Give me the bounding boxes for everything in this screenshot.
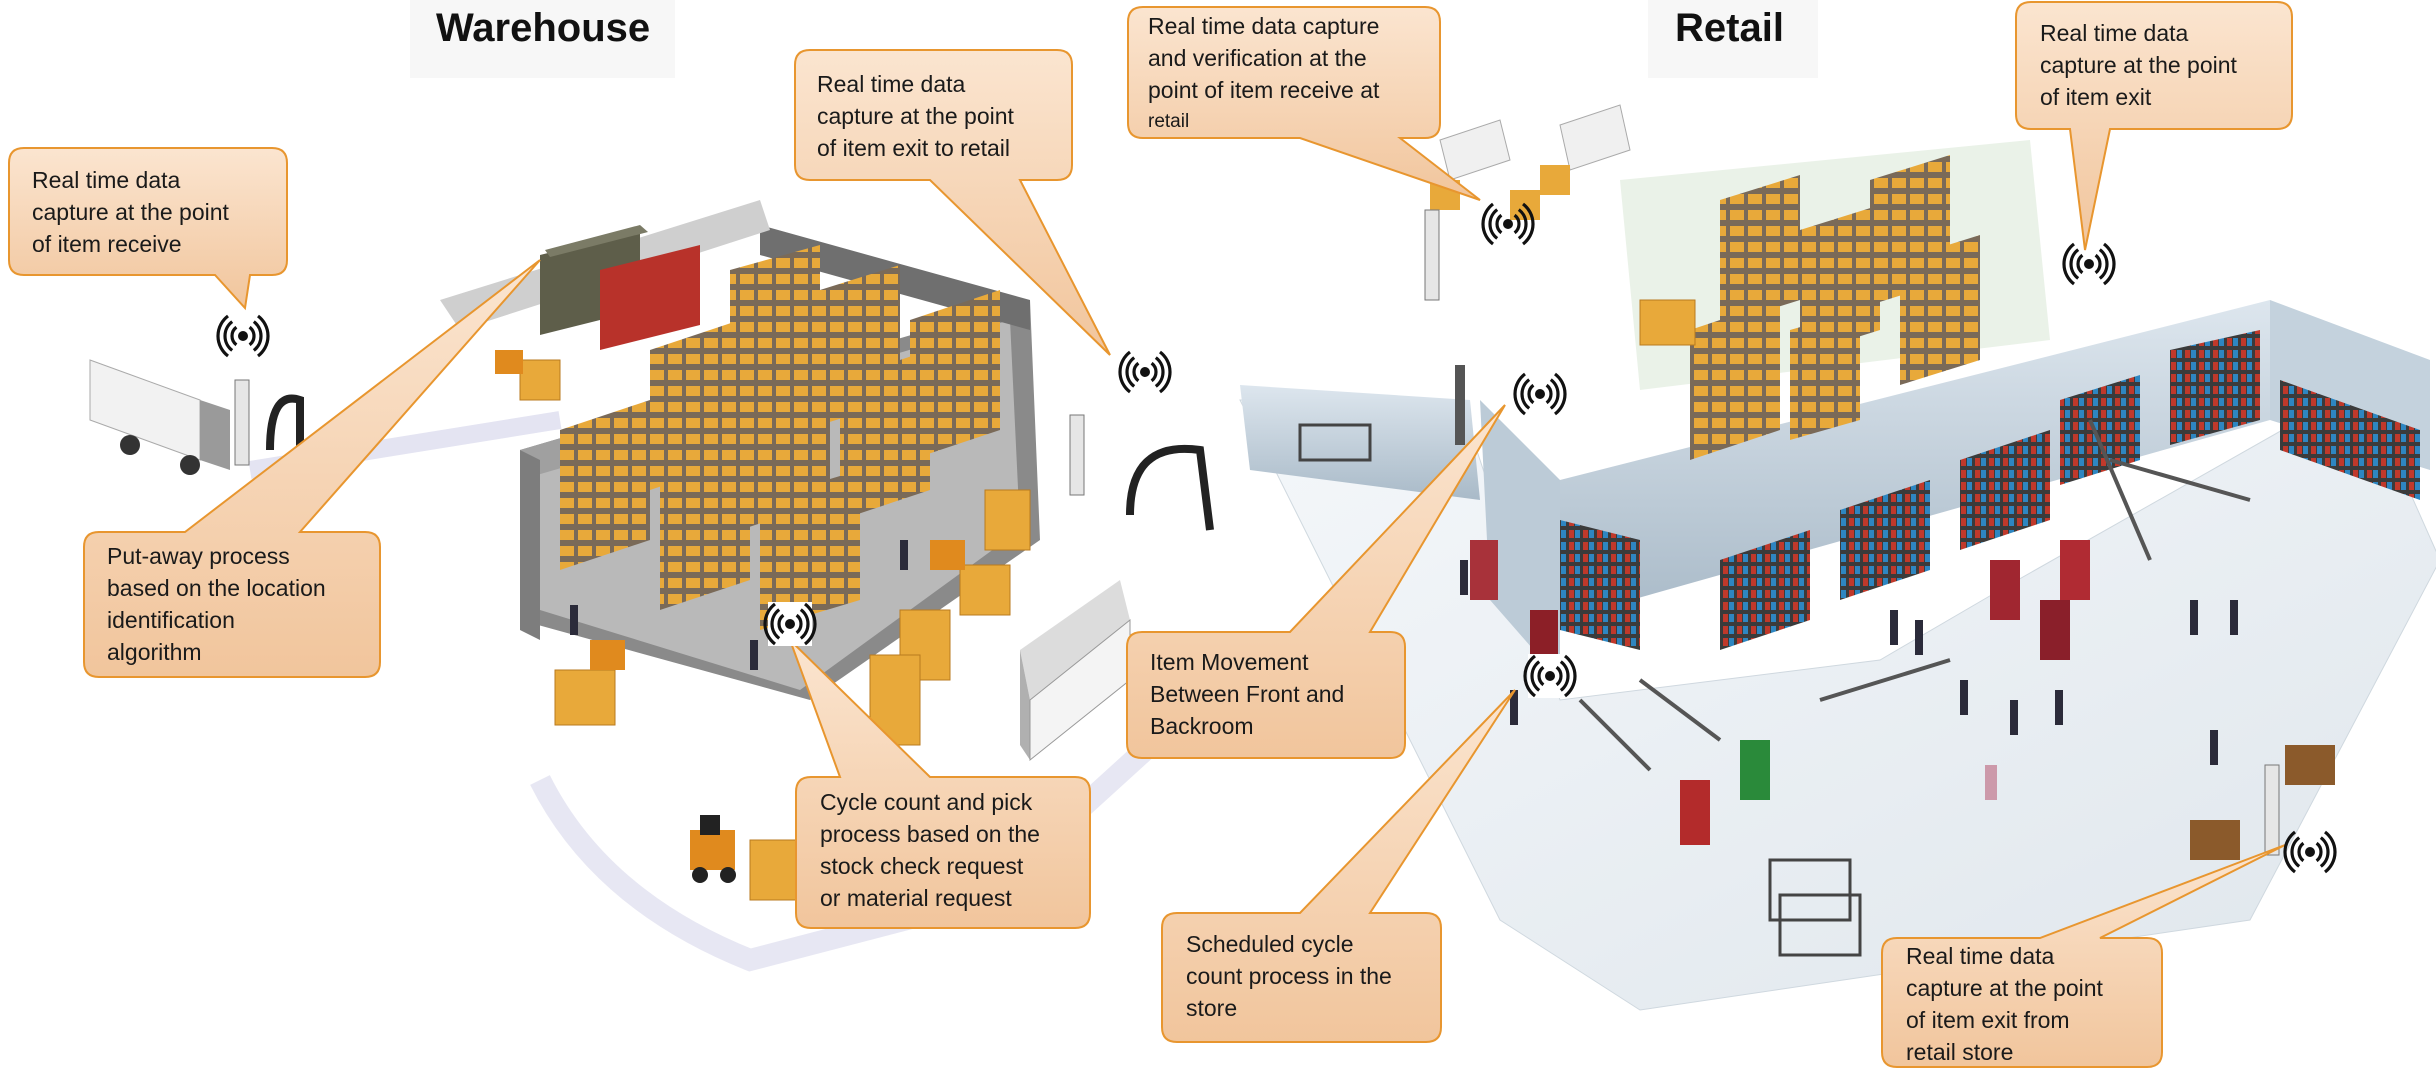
- callout-scheduled-cycle: Scheduled cycle count process in the sto…: [1186, 928, 1392, 1024]
- callout-line: Scheduled cycle: [1186, 931, 1354, 957]
- callout-line: Item Movement: [1150, 649, 1309, 675]
- callout-exit-store: Real time data capture at the point of i…: [1906, 940, 2103, 1068]
- callout-put-away: Put-away process based on the location i…: [107, 540, 326, 668]
- callout-line: Real time data: [817, 71, 966, 97]
- callout-put-away-shape: [83, 259, 541, 678]
- truck-icon: [1020, 580, 1131, 762]
- callout-line: and verification at the: [1148, 45, 1367, 71]
- truck-icon: [89, 359, 230, 475]
- callout-line: identification: [107, 607, 235, 633]
- callout-cycle-pick-shape: [789, 639, 1091, 929]
- rfid-signal-layer: [216, 202, 2337, 874]
- warehouse-title-bg: [410, 0, 675, 78]
- shelf-rack-icon: [1639, 155, 1980, 460]
- warehouse-illustration: [89, 200, 1214, 972]
- retail-shelves: [1560, 330, 2420, 650]
- person-icon: [570, 540, 2238, 800]
- callout-line: based on the location: [107, 575, 326, 601]
- callout-line: Cycle count and pick: [820, 789, 1033, 815]
- callout-item-exit: Real time data capture at the point of i…: [2040, 17, 2237, 113]
- callout-front-backroom-shape: [1126, 404, 1506, 759]
- callout-line: Backroom: [1150, 713, 1254, 739]
- callout-front-backroom: Item Movement Between Front and Backroom: [1150, 646, 1344, 742]
- callout-retail-receive-shape: [1127, 6, 1481, 201]
- pallet-boxes: [519, 359, 1031, 901]
- callout-exit-to-retail: Real time data capture at the point of i…: [817, 68, 1014, 164]
- callout-retail-receive: Real time data capture and verification …: [1148, 10, 1379, 138]
- callout-line: Between Front and: [1150, 681, 1345, 707]
- callout-line: process based on the: [820, 821, 1040, 847]
- callout-line: store: [1186, 995, 1238, 1021]
- shelf-rack-icon: [560, 245, 1000, 630]
- retail-title: Retail: [1675, 6, 1784, 50]
- callout-line: Real time data: [32, 167, 181, 193]
- callout-line: capture at the point: [817, 103, 1014, 129]
- shopping-cart-icon: [1298, 423, 1862, 957]
- callout-line: point of item receive at: [1148, 77, 1380, 103]
- callout-line: of item receive: [32, 231, 182, 257]
- rfid-signal-icon: [1523, 654, 1577, 698]
- callout-line: stock check request: [820, 853, 1024, 879]
- callout-line: Real time data: [1906, 943, 2055, 969]
- callout-line: of item exit: [2040, 84, 2152, 110]
- retail-illustration: [570, 104, 2436, 1011]
- callout-shapes: [8, 1, 2293, 1068]
- rfid-signal-icon: [2062, 242, 2116, 286]
- callout-cycle-pick: Cycle count and pick process based on th…: [820, 786, 1040, 914]
- callout-item-exit-shape: [2015, 1, 2293, 251]
- callout-exit-to-retail-shape: [794, 49, 1111, 356]
- callout-line: capture at the point: [32, 199, 229, 225]
- truck-icon: [1430, 104, 1631, 220]
- forklift-icon: [495, 350, 965, 883]
- callout-line: Put-away process: [107, 543, 290, 569]
- callout-line: of item exit from: [1906, 1007, 2070, 1033]
- callout-line: Real time data: [2040, 20, 2189, 46]
- warehouse-title: Warehouse: [436, 6, 651, 50]
- rfid-signal-icon: [1481, 202, 1535, 246]
- rfid-signal-icon: [2283, 830, 2337, 874]
- callout-line: capture at the point: [2040, 52, 2237, 78]
- callout-line: algorithm: [107, 639, 202, 665]
- security-gate-icon: [234, 379, 1214, 531]
- rfid-signal-icon: [1118, 350, 1172, 394]
- callout-scheduled-cycle-shape: [1161, 689, 1516, 1043]
- callout-line: or material request: [820, 885, 1012, 911]
- callout-item-receive-shape: [8, 147, 288, 311]
- callout-line: capture at the point: [1906, 975, 2103, 1001]
- retail-title-bg: [1648, 0, 1818, 78]
- callout-line: retail: [1148, 111, 1190, 132]
- rfid-signal-icon: [216, 314, 270, 358]
- callout-exit-store-shape: [1881, 844, 2286, 1068]
- callout-item-receive: Real time data capture at the point of i…: [32, 164, 229, 260]
- rfid-signal-icon: [1513, 372, 1567, 416]
- callout-line: of item exit to retail: [817, 135, 1011, 161]
- callout-line: Real time data capture: [1148, 13, 1380, 39]
- rfid-signal-icon: [763, 602, 817, 646]
- callout-line: retail store: [1906, 1039, 2014, 1065]
- callout-line: count process in the: [1186, 963, 1392, 989]
- clothes-rack-icon: [1470, 419, 2251, 845]
- security-gate-icon: [1424, 209, 2280, 856]
